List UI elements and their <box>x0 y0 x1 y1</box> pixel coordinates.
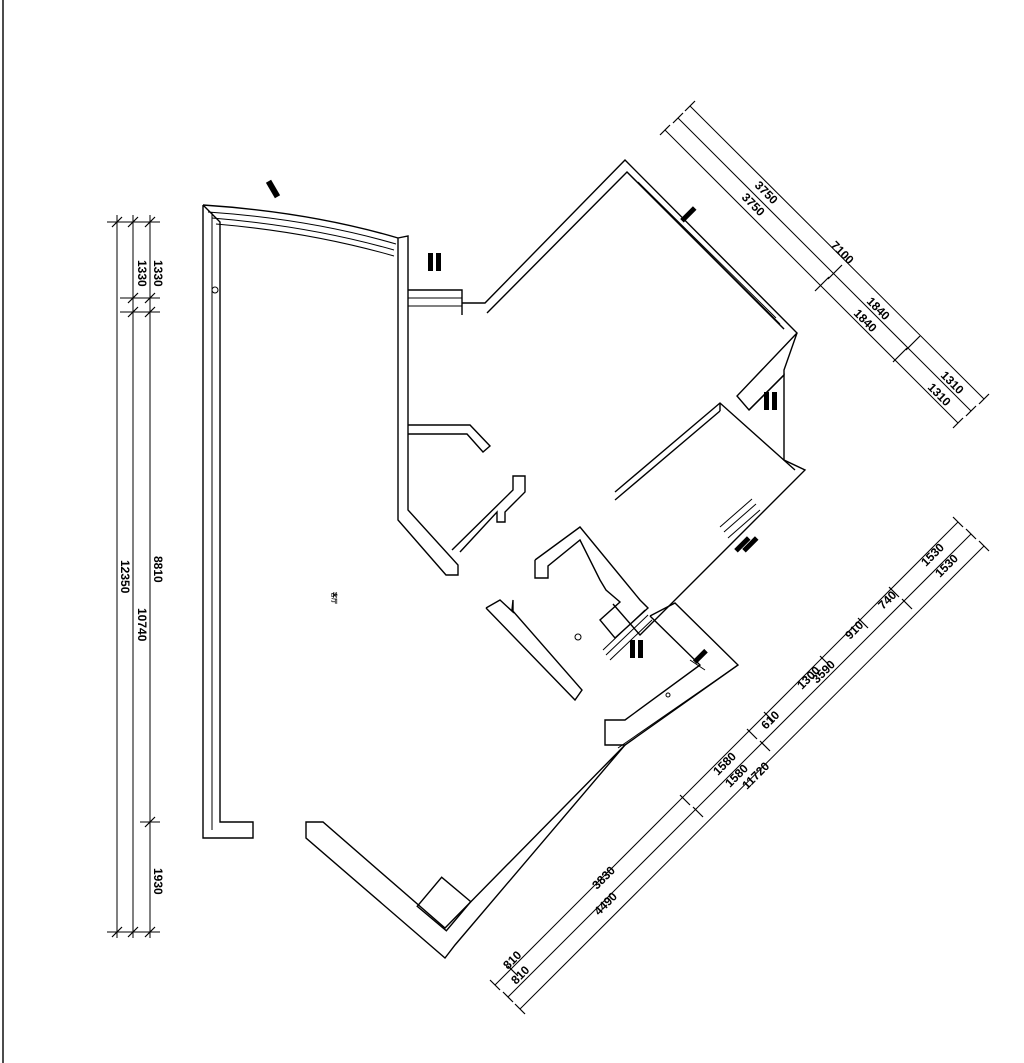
walls <box>202 159 807 960</box>
dim-br-inner-3: 610 <box>758 708 782 732</box>
dim-left-middle-1: 10740 <box>135 608 149 642</box>
bottom-right-dimension-lines <box>489 516 990 1015</box>
room-label: 客厅 <box>330 591 338 604</box>
left-dimension-lines <box>107 215 160 938</box>
dim-left-inner-0: 1330 <box>151 260 165 287</box>
dim-left-inner-2: 1930 <box>151 868 165 895</box>
annotation-marks <box>265 179 777 664</box>
dim-br-inner-1: 3830 <box>589 863 618 892</box>
dim-left-inner-1: 8810 <box>151 556 165 583</box>
dim-tr-outer-0: 7100 <box>828 238 857 267</box>
top-right-dimension-lines <box>659 100 990 429</box>
dim-left-middle-0: 1330 <box>135 260 149 287</box>
dim-left-outer-0: 12350 <box>118 560 132 594</box>
dim-br-inner-5: 910 <box>842 618 866 642</box>
